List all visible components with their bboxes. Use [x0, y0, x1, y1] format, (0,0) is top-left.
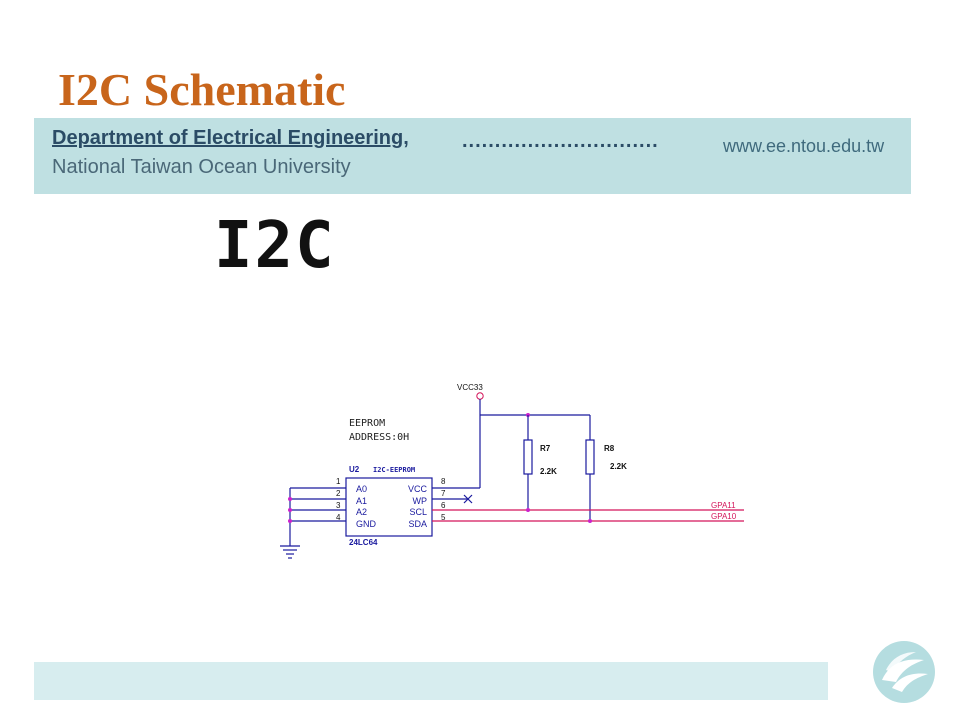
r8-value: 2.2K — [610, 462, 627, 471]
i2c-heading: I2C — [214, 209, 336, 283]
footer-band — [34, 662, 828, 700]
r7-resistor-icon — [523, 439, 533, 475]
no-connect-icon — [463, 494, 473, 504]
header-band — [34, 118, 911, 194]
r8-ref: R8 — [604, 444, 615, 453]
department-name: Department of Electrical Engineering, — [52, 127, 409, 149]
junction-icon — [288, 519, 292, 523]
pin-name-gnd: GND — [356, 519, 377, 529]
pin-number-2: 2 — [336, 489, 341, 498]
pin-name-a0: A0 — [356, 484, 367, 494]
eeprom-chip-icon — [345, 477, 433, 537]
pin-number-6: 6 — [441, 501, 446, 510]
eeprom-note-line2: ADDRESS:0H — [349, 432, 409, 443]
pin-number-7: 7 — [441, 489, 446, 498]
pin-number-5: 5 — [441, 513, 446, 522]
net-label-gpa10: GPA10 — [711, 512, 737, 521]
slide-title: I2C Schematic — [58, 64, 346, 115]
junction-icon — [288, 508, 292, 512]
junction-icon — [526, 508, 530, 512]
r7-ref: R7 — [540, 444, 551, 453]
junction-icon — [588, 519, 592, 523]
department-dots: .............................. — [462, 130, 659, 152]
pin-name-scl: SCL — [409, 507, 427, 517]
vcc33-label: VCC33 — [457, 383, 483, 392]
pin-number-4: 4 — [336, 513, 341, 522]
pin-name-vcc: VCC — [408, 484, 428, 494]
ground-icon — [280, 545, 300, 559]
website-link[interactable]: www.ee.ntou.edu.tw — [723, 136, 885, 156]
r7-value: 2.2K — [540, 467, 557, 476]
chip-ref: U2 — [349, 465, 360, 474]
pin-number-8: 8 — [441, 477, 446, 486]
chip-type: I2C-EEPROM — [373, 466, 415, 474]
pin-name-wp: WP — [413, 496, 428, 506]
pin-number-3: 3 — [336, 501, 341, 510]
pin-name-sda: SDA — [408, 519, 427, 529]
r8-resistor-icon — [585, 439, 595, 475]
vcc33-terminal-icon — [476, 392, 484, 400]
net-label-gpa11: GPA11 — [711, 501, 736, 510]
pin-number-1: 1 — [336, 477, 341, 486]
wave-logo-icon — [873, 641, 935, 703]
chip-part: 24LC64 — [349, 538, 378, 547]
junction-icon — [288, 497, 292, 501]
university-name: National Taiwan Ocean University — [52, 156, 351, 178]
pin-name-a2: A2 — [356, 507, 367, 517]
eeprom-note-line1: EEPROM — [349, 418, 385, 429]
pin-name-a1: A1 — [356, 496, 367, 506]
